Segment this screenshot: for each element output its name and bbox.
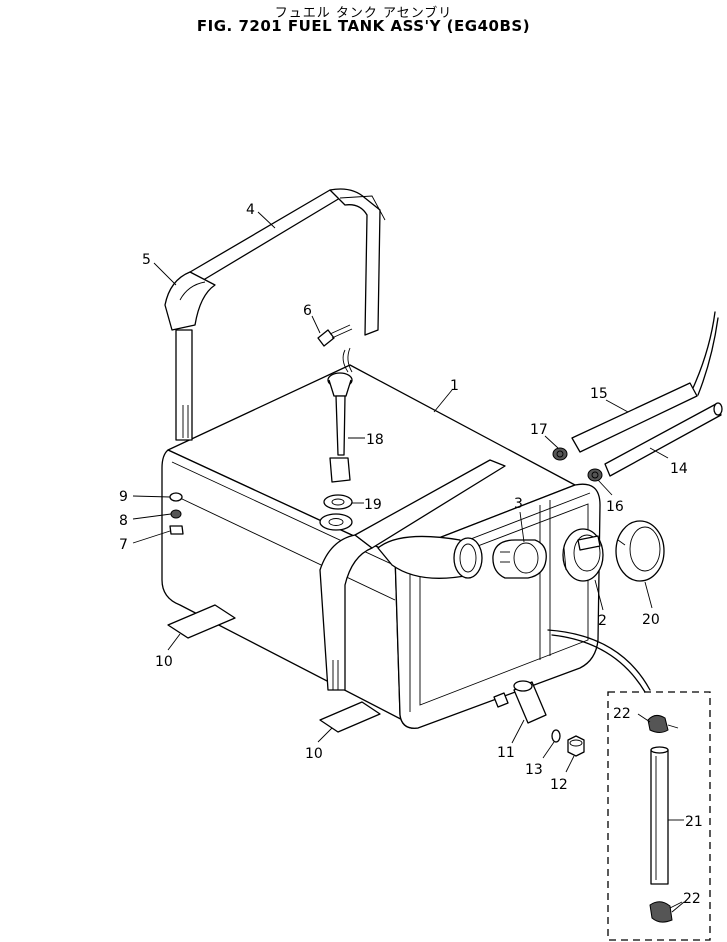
- svg-text:12: 12: [550, 777, 568, 793]
- callout-15: 15: [590, 386, 629, 413]
- svg-text:10: 10: [155, 654, 173, 670]
- part-4-tank-strap: [184, 188, 386, 336]
- callout-2: 2: [594, 579, 607, 629]
- callout-11: 11: [497, 719, 525, 761]
- svg-text:6: 6: [303, 303, 312, 319]
- svg-text:14: 14: [670, 461, 688, 477]
- callout-10-right: 10: [305, 727, 333, 762]
- part-15-hose: [571, 311, 719, 453]
- svg-text:2: 2: [598, 613, 607, 629]
- svg-text:9: 9: [119, 489, 128, 505]
- parts-7-8-9-fasteners: [169, 492, 184, 535]
- cable-to-inset: [547, 629, 651, 693]
- part-17-clamp: [552, 447, 568, 461]
- callout-12: 12: [550, 755, 575, 793]
- part-10-skid-right: [319, 701, 381, 733]
- svg-text:13: 13: [525, 762, 543, 778]
- figure-title: FIG. 7201 FUEL TANK ASS'Y (EG40BS): [196, 17, 531, 35]
- callout-1: 1: [433, 378, 459, 413]
- part-12-drain-plug: [567, 735, 585, 757]
- callout-6: 6: [303, 303, 321, 334]
- part-11-drain-boss: [493, 680, 547, 724]
- svg-text:7: 7: [119, 537, 128, 553]
- front-strap-band: [319, 459, 506, 691]
- callout-22-bottom: 22: [669, 891, 701, 909]
- part-5-strap-bracket: [164, 271, 216, 441]
- svg-text:1: 1: [450, 378, 459, 394]
- callout-13: 13: [525, 741, 555, 778]
- callout-18: 18: [348, 432, 384, 448]
- callout-21: 21: [668, 814, 703, 830]
- svg-text:4: 4: [246, 202, 255, 218]
- detail-inset: [607, 691, 711, 941]
- part-18-fuel-gauge-sender: [327, 347, 353, 483]
- callout-4: 4: [246, 202, 276, 229]
- part-3-cover: [492, 539, 547, 579]
- part-19-gasket: [319, 494, 353, 531]
- part-6-bolt: [317, 324, 353, 347]
- svg-text:19: 19: [364, 497, 382, 513]
- svg-text:20: 20: [642, 612, 660, 628]
- figure-title-japanese: フュエル タンク アセンブリ: [274, 6, 453, 21]
- part-13-o-ring: [551, 729, 561, 743]
- svg-text:22: 22: [683, 891, 701, 907]
- part-2-filler-cap: [562, 528, 604, 582]
- svg-text:22: 22: [613, 706, 631, 722]
- svg-text:5: 5: [142, 252, 151, 268]
- svg-text:17: 17: [530, 422, 548, 438]
- callout-14: 14: [649, 447, 688, 477]
- callout-8: 8: [119, 513, 172, 529]
- svg-text:8: 8: [119, 513, 128, 529]
- part-14-hose: [604, 402, 723, 477]
- callout-19: 19: [352, 497, 382, 513]
- callout-9: 9: [119, 489, 171, 505]
- callout-5: 5: [142, 252, 177, 286]
- callout-20: 20: [642, 581, 660, 628]
- part-20-ring: [615, 520, 665, 582]
- filler-neck: [377, 535, 483, 579]
- callout-16: 16: [597, 479, 624, 515]
- svg-text:21: 21: [685, 814, 703, 830]
- callout-7: 7: [119, 530, 171, 553]
- svg-text:3: 3: [514, 496, 523, 512]
- part-10-skid-left: [167, 604, 236, 639]
- callout-10-left: 10: [155, 633, 181, 670]
- fuel-tank-body: [161, 364, 601, 729]
- callout-22-top: 22: [613, 706, 651, 723]
- svg-text:11: 11: [497, 745, 515, 761]
- callout-17: 17: [530, 422, 559, 449]
- svg-text:16: 16: [606, 499, 624, 515]
- svg-text:10: 10: [305, 746, 323, 762]
- callout-3: 3: [514, 496, 525, 543]
- part-16-clamp: [587, 468, 603, 482]
- svg-text:15: 15: [590, 386, 608, 402]
- svg-text:18: 18: [366, 432, 384, 448]
